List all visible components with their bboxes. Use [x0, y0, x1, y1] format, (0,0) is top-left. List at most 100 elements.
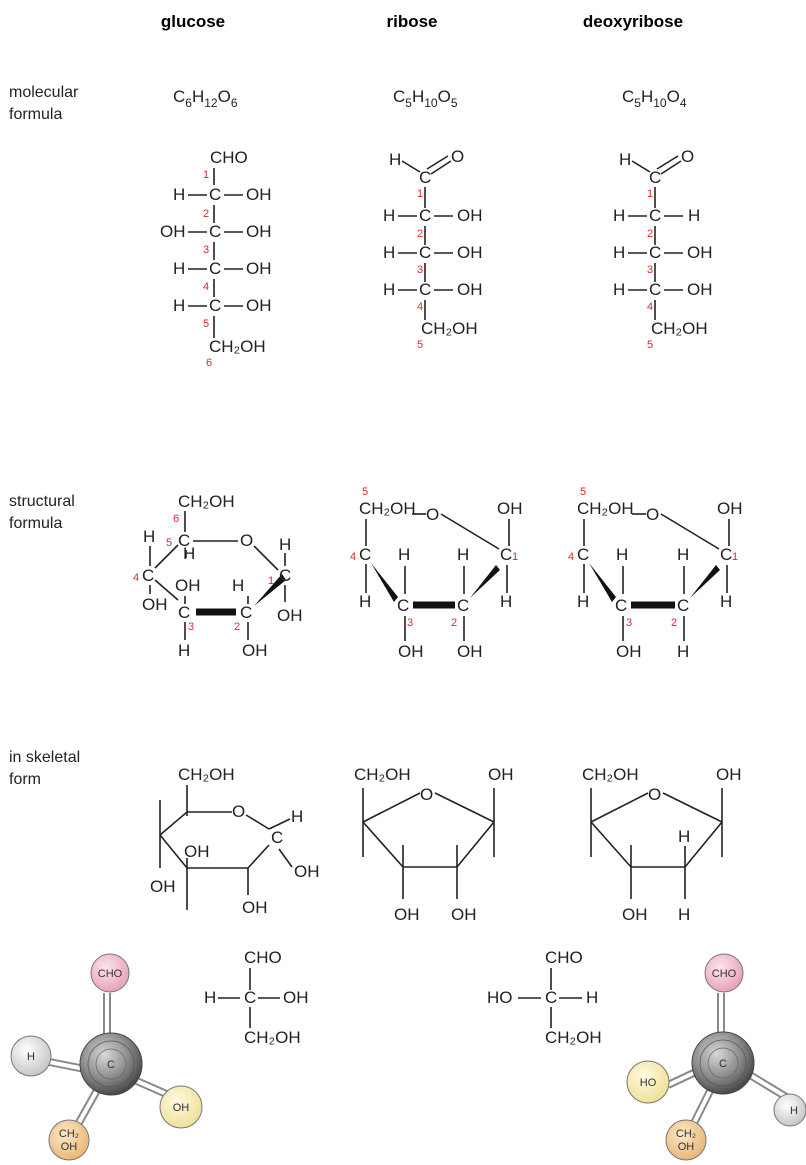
svg-text:6: 6: [173, 513, 179, 525]
svg-text:2: 2: [234, 621, 240, 633]
svg-text:2: 2: [671, 617, 677, 629]
svg-text:C: C: [240, 603, 252, 622]
svg-text:OH: OH: [173, 1102, 190, 1114]
open-chain-deoxyribose: H C O 1 H C H 2 H C OH 3 H C OH 4 CH₂OH …: [613, 147, 713, 351]
svg-text:OH: OH: [687, 243, 713, 262]
svg-text:C: C: [677, 596, 689, 615]
svg-text:OH: OH: [246, 185, 272, 204]
svg-text:OH: OH: [184, 842, 210, 861]
svg-text:H: H: [790, 1105, 798, 1117]
svg-text:H: H: [173, 259, 185, 278]
projection-right: CHO HO C H CH₂OH: [487, 948, 602, 1047]
svg-text:3: 3: [407, 617, 413, 629]
svg-text:1: 1: [268, 575, 274, 587]
svg-text:4: 4: [417, 301, 423, 313]
svg-text:OH: OH: [242, 898, 268, 917]
svg-text:OH: OH: [246, 259, 272, 278]
svg-text:C: C: [615, 596, 627, 615]
svg-text:C: C: [719, 1058, 727, 1070]
svg-text:OH: OH: [451, 905, 477, 924]
svg-text:C: C: [545, 988, 557, 1007]
svg-text:H: H: [291, 807, 303, 826]
svg-text:4: 4: [203, 281, 209, 293]
svg-text:H: H: [678, 827, 690, 846]
svg-text:4: 4: [647, 301, 653, 313]
svg-text:OH: OH: [687, 280, 713, 299]
svg-text:OH: OH: [283, 988, 309, 1007]
svg-text:H: H: [688, 206, 700, 225]
svg-text:H: H: [398, 545, 410, 564]
svg-text:5: 5: [166, 537, 172, 549]
open-chain-ribose: H C O 1 H C OH 2 H C OH 3 H C OH 4 CH₂OH…: [383, 147, 483, 351]
cho-ball-right: [704, 953, 744, 993]
row-label-structural-2: formula: [9, 515, 62, 532]
svg-text:CH₂OH: CH₂OH: [178, 765, 235, 784]
svg-text:H: H: [178, 641, 190, 660]
ho-ball: [626, 1060, 670, 1104]
svg-text:2: 2: [203, 208, 209, 220]
svg-text:C: C: [209, 222, 221, 241]
svg-text:H: H: [616, 545, 628, 564]
cho-ball: [90, 953, 130, 993]
formula-glucose: C6H12O6: [173, 87, 238, 110]
header-glucose: glucose: [161, 12, 225, 31]
svg-text:OH: OH: [398, 642, 424, 661]
svg-text:CHO: CHO: [210, 148, 248, 167]
svg-text:1: 1: [417, 188, 423, 200]
svg-text:5: 5: [203, 318, 209, 330]
svg-text:C: C: [457, 596, 469, 615]
svg-text:O: O: [451, 147, 464, 166]
svg-text:C: C: [419, 168, 431, 187]
svg-text:OH: OH: [717, 499, 743, 518]
svg-text:C: C: [279, 566, 291, 585]
h-ball: [10, 1035, 52, 1077]
header-deoxyribose: deoxyribose: [583, 12, 683, 31]
svg-text:H: H: [457, 545, 469, 564]
svg-text:H: H: [27, 1051, 35, 1063]
svg-text:CHO: CHO: [98, 968, 123, 980]
svg-text:OH: OH: [160, 222, 186, 241]
svg-text:H: H: [232, 576, 244, 595]
svg-text:OH: OH: [622, 905, 648, 924]
svg-text:OH: OH: [457, 206, 483, 225]
svg-text:C: C: [178, 531, 190, 550]
svg-text:OH: OH: [678, 1141, 695, 1153]
svg-text:OH: OH: [294, 862, 320, 881]
svg-text:3: 3: [417, 264, 423, 276]
svg-text:OH: OH: [488, 765, 514, 784]
svg-text:H: H: [183, 544, 195, 563]
svg-text:CHO: CHO: [244, 948, 282, 967]
svg-text:3: 3: [626, 617, 632, 629]
svg-text:HO: HO: [487, 988, 513, 1007]
svg-text:CH₂OH: CH₂OH: [582, 765, 639, 784]
svg-text:4: 4: [350, 551, 356, 563]
svg-text:OH: OH: [142, 595, 168, 614]
svg-text:OH: OH: [242, 641, 268, 660]
svg-text:3: 3: [188, 621, 194, 633]
svg-text:3: 3: [647, 264, 653, 276]
svg-text:C: C: [271, 828, 283, 847]
open-chain-glucose: CHO 1 H C OH 2 OH C OH 3 H C OH 4 H C OH…: [160, 148, 272, 369]
haworth-ribose: 5 CH₂OH O OH 4 C H H C 3 OH C 2 H OH C 1…: [350, 486, 523, 661]
svg-text:H: H: [678, 905, 690, 924]
svg-text:C: C: [397, 596, 409, 615]
svg-text:OH: OH: [716, 765, 742, 784]
svg-text:O: O: [648, 785, 661, 804]
svg-text:6: 6: [206, 357, 212, 369]
row-label-skeletal-1: in skeletal: [9, 749, 80, 766]
svg-text:C: C: [142, 566, 154, 585]
svg-text:H: H: [389, 150, 401, 169]
svg-text:C: C: [419, 280, 431, 299]
svg-text:O: O: [681, 147, 694, 166]
svg-text:2: 2: [451, 617, 457, 629]
svg-text:H: H: [577, 592, 589, 611]
svg-text:C: C: [359, 545, 371, 564]
svg-text:5: 5: [362, 486, 368, 498]
svg-text:C: C: [720, 545, 732, 564]
svg-text:C: C: [209, 185, 221, 204]
svg-text:C: C: [649, 280, 661, 299]
projection-left: CHO H C OH CH₂OH: [204, 948, 309, 1047]
svg-text:CHO: CHO: [712, 968, 737, 980]
svg-text:H: H: [173, 296, 185, 315]
